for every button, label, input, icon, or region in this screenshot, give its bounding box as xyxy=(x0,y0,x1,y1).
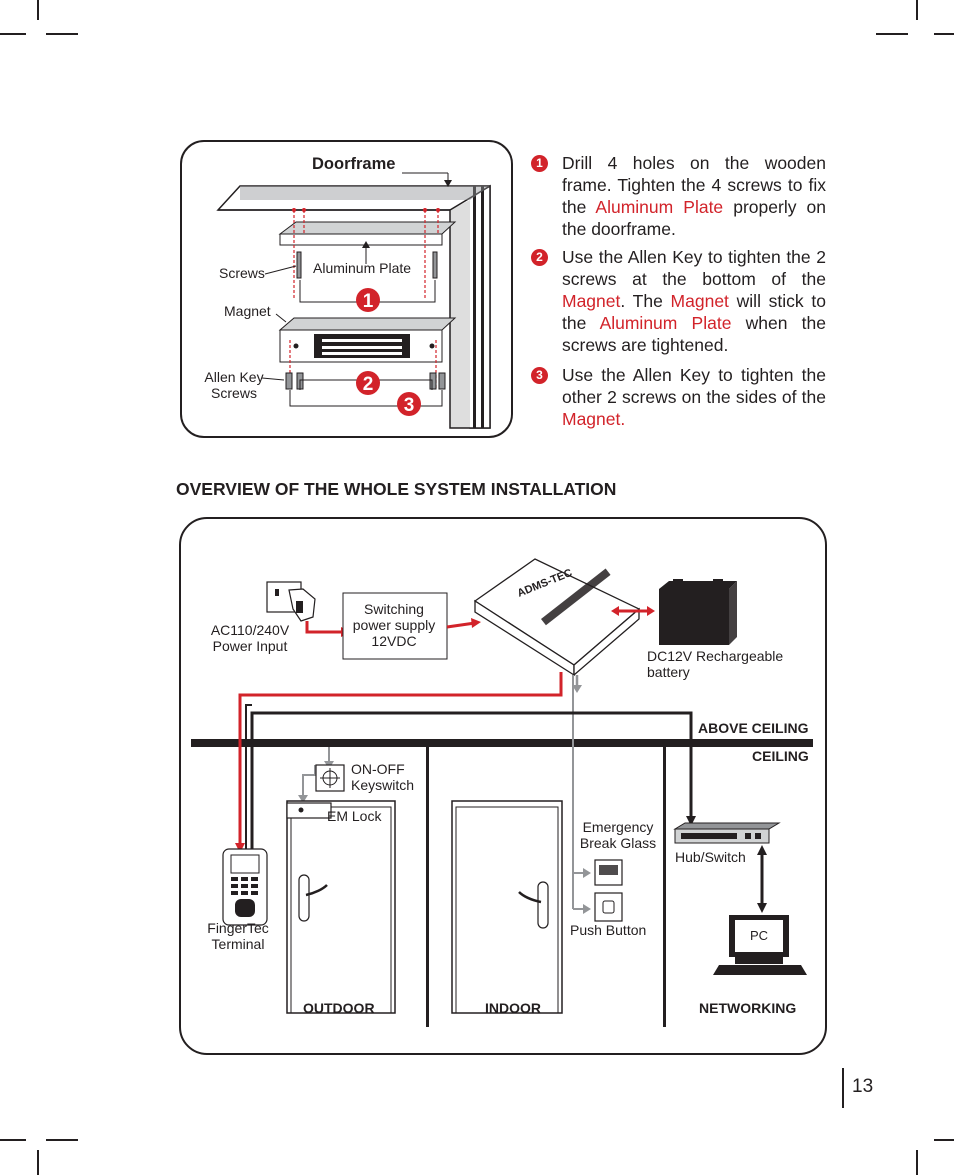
step-number: 2 xyxy=(531,249,548,266)
zone-indoor-label: INDOOR xyxy=(485,1000,541,1016)
crop-mark xyxy=(916,1150,918,1175)
above-ceiling-label: ABOVE CEILING xyxy=(698,720,809,736)
step-number: 3 xyxy=(531,367,548,384)
keyswitch-label: ON-OFF Keyswitch xyxy=(351,761,415,793)
page-number-divider xyxy=(842,1068,844,1108)
pc-screen-label: PC xyxy=(749,928,767,943)
step-text: Drill 4 holes on the wooden frame. Tight… xyxy=(562,153,826,239)
battery-label: DC12V Rechargeable battery xyxy=(647,648,784,680)
step-text: Use the Allen Key to tighten the other 2… xyxy=(562,365,826,429)
aluminum-plate-label: Aluminum Plate xyxy=(313,260,412,276)
step-text: Use the Allen Key to tighten the 2 screw… xyxy=(562,247,827,355)
step-number: 1 xyxy=(531,155,548,172)
zone-networking-label: NETWORKING xyxy=(699,1000,797,1016)
step-marker-2: 2 xyxy=(362,374,373,395)
crop-mark xyxy=(934,33,954,35)
installation-diagram-panel: 1 2 3 xyxy=(180,140,513,438)
step-marker-3: 3 xyxy=(403,395,414,416)
magnet-label: Magnet xyxy=(224,303,271,319)
crop-mark xyxy=(0,1139,26,1141)
crop-mark xyxy=(0,33,26,35)
crop-mark xyxy=(37,1150,39,1175)
crop-mark xyxy=(46,33,78,35)
page-number: 13 xyxy=(852,1076,874,1097)
crop-mark xyxy=(46,1139,78,1141)
screws-label: Screws xyxy=(219,265,265,281)
doorframe-label: Doorframe xyxy=(312,155,396,173)
system-wiring-diagram: ADMS-TEC xyxy=(190,557,813,1027)
ac-power-input-label: AC110/240V Power Input xyxy=(210,622,290,654)
crop-mark xyxy=(916,0,918,20)
crop-mark xyxy=(876,33,908,35)
emergency-break-glass-label: Emergency Break Glass xyxy=(579,819,657,851)
section-title: OVERVIEW OF THE WHOLE SYSTEM INSTALLATIO… xyxy=(176,479,617,499)
overview-panel: ADMS-TEC xyxy=(179,517,827,1055)
psu-label: Switching power supply 12VDC xyxy=(352,601,436,649)
hub-switch-label: Hub/Switch xyxy=(675,849,746,865)
step-marker-1: 1 xyxy=(362,291,373,312)
crop-mark xyxy=(37,0,39,20)
crop-mark xyxy=(934,1139,954,1141)
allen-key-screws-label: Allen Key Screws xyxy=(204,369,264,401)
magnet-installation-drawing: 1 2 3 xyxy=(215,172,491,429)
zone-outdoor-label: OUTDOOR xyxy=(303,1000,375,1016)
fingertec-terminal-label: FingerTec Terminal xyxy=(207,920,269,952)
push-button-label: Push Button xyxy=(570,922,647,938)
em-lock-label: EM Lock xyxy=(327,808,382,824)
ceiling-label: CEILING xyxy=(752,748,809,764)
